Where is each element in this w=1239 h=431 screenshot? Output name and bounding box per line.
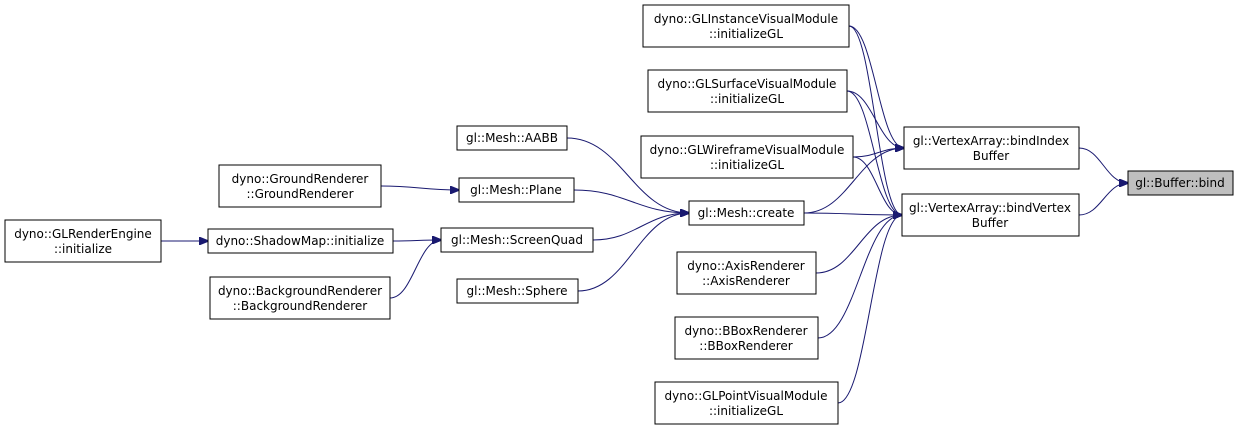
node-label: dyno::GLRenderEngine bbox=[14, 227, 152, 241]
node-label: gl::VertexArray::bindIndex bbox=[913, 134, 1069, 148]
node-label: dyno::AxisRenderer bbox=[687, 259, 804, 273]
node-glsurfacevisualmodule[interactable]: dyno::GLSurfaceVisualModule ::initialize… bbox=[647, 69, 848, 113]
node-label: gl::Mesh::ScreenQuad bbox=[451, 233, 583, 247]
edge-gl_surface_visual-to-bind_index_buffer bbox=[846, 90, 904, 148]
node-glwireframevisualmodule[interactable]: dyno::GLWireframeVisualModule ::initiali… bbox=[640, 135, 854, 179]
node-shadowmap-initialize[interactable]: dyno::ShadowMap::initialize bbox=[207, 228, 394, 254]
edge-bind_index_buffer-to-buffer_bind bbox=[1078, 147, 1128, 183]
node-glrenderengine-initialize[interactable]: dyno::GLRenderEngine ::initialize bbox=[4, 219, 162, 263]
node-label: dyno::BackgroundRenderer bbox=[218, 284, 382, 298]
node-label: ::GroundRenderer bbox=[247, 187, 354, 201]
node-label: Buffer bbox=[973, 149, 1009, 163]
node-label: dyno::BBoxRenderer bbox=[684, 324, 807, 338]
edge-gl_instance_visual-to-bind_index_buffer bbox=[848, 25, 904, 148]
edge-mesh_create-to-bind_vertex_buffer bbox=[803, 213, 902, 215]
node-label: ::initializeGL bbox=[709, 404, 783, 418]
edge-shadowmap_initialize-to-mesh_screenquad bbox=[392, 240, 441, 241]
edge-background_renderer-to-mesh_screenquad bbox=[389, 240, 441, 299]
node-mesh-screenquad[interactable]: gl::Mesh::ScreenQuad bbox=[440, 227, 594, 253]
edge-mesh_plane-to-mesh_create bbox=[573, 189, 689, 213]
edge-axis_renderer-to-bind_vertex_buffer bbox=[815, 215, 902, 274]
node-label: ::initializeGL bbox=[710, 92, 784, 106]
node-axisrenderer[interactable]: dyno::AxisRenderer ::AxisRenderer bbox=[676, 251, 817, 295]
node-label: gl::Buffer::bind bbox=[1135, 176, 1225, 190]
node-label: ::BBoxRenderer bbox=[699, 339, 792, 353]
node-label: gl::Mesh::Sphere bbox=[467, 284, 568, 298]
node-vertexarray-bindvertexbuffer[interactable]: gl::VertexArray::bindVertex Buffer bbox=[901, 193, 1080, 237]
node-backgroundrenderer[interactable]: dyno::BackgroundRenderer ::BackgroundRen… bbox=[209, 276, 391, 320]
edges bbox=[161, 25, 1128, 404]
nodes: gl::Buffer::bind gl::VertexArray::bindIn… bbox=[4, 4, 1234, 425]
edge-mesh_sphere-to-mesh_create bbox=[577, 213, 689, 292]
edge-bind_vertex_buffer-to-buffer_bind bbox=[1078, 183, 1128, 216]
node-mesh-plane[interactable]: gl::Mesh::Plane bbox=[458, 177, 575, 203]
node-label: dyno::ShadowMap::initialize bbox=[216, 234, 385, 248]
edge-bbox_renderer-to-bind_vertex_buffer bbox=[817, 215, 902, 339]
node-label: dyno::GLPointVisualModule bbox=[665, 389, 828, 403]
node-gl-buffer-bind[interactable]: gl::Buffer::bind bbox=[1127, 170, 1234, 196]
node-mesh-create[interactable]: gl::Mesh::create bbox=[688, 200, 805, 226]
node-vertexarray-bindindexbuffer[interactable]: gl::VertexArray::bindIndex Buffer bbox=[903, 126, 1080, 170]
node-label: Buffer bbox=[972, 216, 1008, 230]
edge-gl_point_visual-to-bind_vertex_buffer bbox=[837, 215, 902, 404]
node-label: dyno::GroundRenderer bbox=[232, 172, 369, 186]
node-label: dyno::GLWireframeVisualModule bbox=[650, 143, 845, 157]
node-label: gl::Mesh::AABB bbox=[466, 131, 558, 145]
node-label: gl::VertexArray::bindVertex bbox=[909, 201, 1071, 215]
node-label: gl::Mesh::create bbox=[698, 206, 795, 220]
edge-mesh_create-to-bind_index_buffer bbox=[803, 148, 904, 214]
node-label: gl::Mesh::Plane bbox=[470, 183, 562, 197]
node-label: ::initializeGL bbox=[710, 158, 784, 172]
node-label: ::BackgroundRenderer bbox=[233, 299, 368, 313]
edge-mesh_screenquad-to-mesh_create bbox=[592, 213, 689, 241]
node-label: ::initializeGL bbox=[709, 27, 783, 41]
edge-ground_renderer-to-mesh_plane bbox=[380, 185, 459, 190]
node-label: ::initialize bbox=[54, 242, 112, 256]
node-mesh-aabb[interactable]: gl::Mesh::AABB bbox=[456, 125, 568, 151]
node-mesh-sphere[interactable]: gl::Mesh::Sphere bbox=[456, 278, 579, 304]
node-label: ::AxisRenderer bbox=[702, 274, 790, 288]
node-label: dyno::GLInstanceVisualModule bbox=[654, 12, 838, 26]
edge-gl_surface_visual-to-bind_vertex_buffer bbox=[846, 90, 902, 215]
node-bboxrenderer[interactable]: dyno::BBoxRenderer ::BBoxRenderer bbox=[674, 316, 819, 360]
node-glinstancevisualmodule[interactable]: dyno::GLInstanceVisualModule ::initializ… bbox=[642, 4, 850, 48]
edge-mesh_aabb-to-mesh_create bbox=[566, 137, 689, 213]
node-groundrenderer[interactable]: dyno::GroundRenderer ::GroundRenderer bbox=[218, 164, 382, 208]
node-label: dyno::GLSurfaceVisualModule bbox=[658, 77, 837, 91]
node-glpointvisualmodule[interactable]: dyno::GLPointVisualModule ::initializeGL bbox=[654, 381, 839, 425]
